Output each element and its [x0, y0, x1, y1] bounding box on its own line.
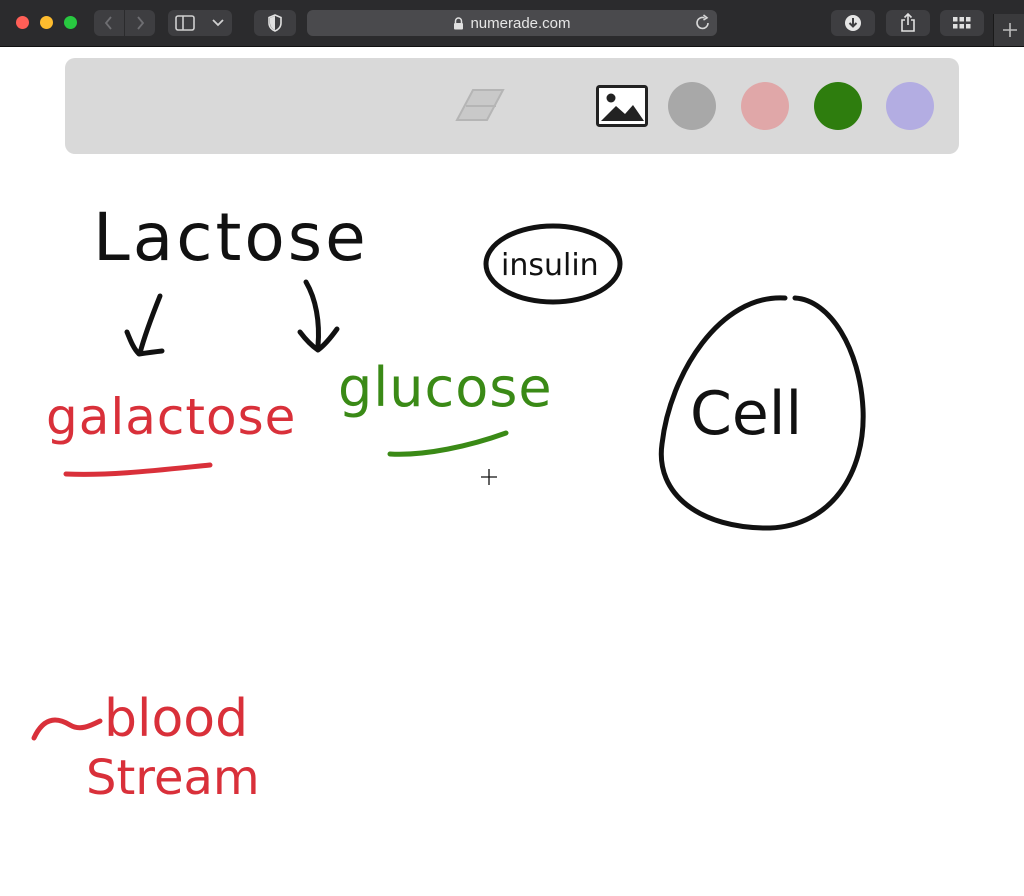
lactose-label: Lactose [93, 199, 369, 276]
tabs-grid-icon [953, 17, 971, 29]
arrow-to-galactose [124, 293, 165, 357]
blood-label: blood [104, 689, 248, 749]
chevron-down-icon [212, 19, 224, 27]
close-window-button[interactable] [16, 16, 29, 29]
galactose-label: galactose [46, 388, 296, 446]
chevron-left-icon [104, 16, 112, 30]
cell-outline [658, 295, 866, 531]
chevron-right-icon [137, 16, 145, 30]
color-swatch-green[interactable] [814, 82, 862, 130]
color-swatch-lavender[interactable] [886, 82, 934, 130]
glucose-label: glucose [338, 356, 553, 419]
minimize-window-button[interactable] [40, 16, 53, 29]
forward-button[interactable] [125, 10, 155, 36]
tab-overview-button[interactable] [940, 10, 984, 36]
insert-image-tool[interactable] [596, 85, 648, 132]
tilde-mark [31, 717, 103, 741]
drawing-canvas[interactable]: Lactose galactose glucose insulin Cell b… [0, 154, 1024, 896]
lock-icon [453, 16, 464, 30]
zoom-window-button[interactable] [64, 16, 77, 29]
back-button[interactable] [94, 10, 124, 36]
cell-label: Cell [690, 379, 802, 449]
eraser-icon [455, 89, 505, 121]
downloads-button[interactable] [831, 10, 875, 36]
reload-icon[interactable] [695, 14, 711, 36]
eraser-tool[interactable] [453, 86, 507, 129]
insulin-label: insulin [501, 248, 599, 283]
shield-icon [268, 14, 282, 32]
color-swatch-gray[interactable] [668, 82, 716, 130]
drawing-toolbar [65, 58, 959, 154]
color-swatch-pink[interactable] [741, 82, 789, 130]
sidebar-toggle-button[interactable] [168, 10, 232, 36]
privacy-report-button[interactable] [254, 10, 296, 36]
browser-titlebar: numerade.com [0, 0, 1024, 47]
image-icon [596, 85, 648, 127]
arrow-to-glucose [297, 279, 340, 353]
plus-icon [1002, 23, 1017, 37]
new-tab-button[interactable] [993, 14, 1024, 46]
glucose-underline [387, 430, 509, 457]
share-button[interactable] [886, 10, 930, 36]
sidebar-icon [175, 15, 195, 31]
share-icon [901, 13, 915, 32]
stream-label: Stream [86, 750, 260, 806]
address-bar[interactable]: numerade.com [307, 10, 717, 36]
download-icon [845, 15, 861, 31]
insulin-outline [483, 223, 623, 305]
address-bar-url: numerade.com [470, 14, 571, 32]
galactose-underline [63, 462, 213, 477]
crosshair-cursor-icon [481, 469, 497, 485]
